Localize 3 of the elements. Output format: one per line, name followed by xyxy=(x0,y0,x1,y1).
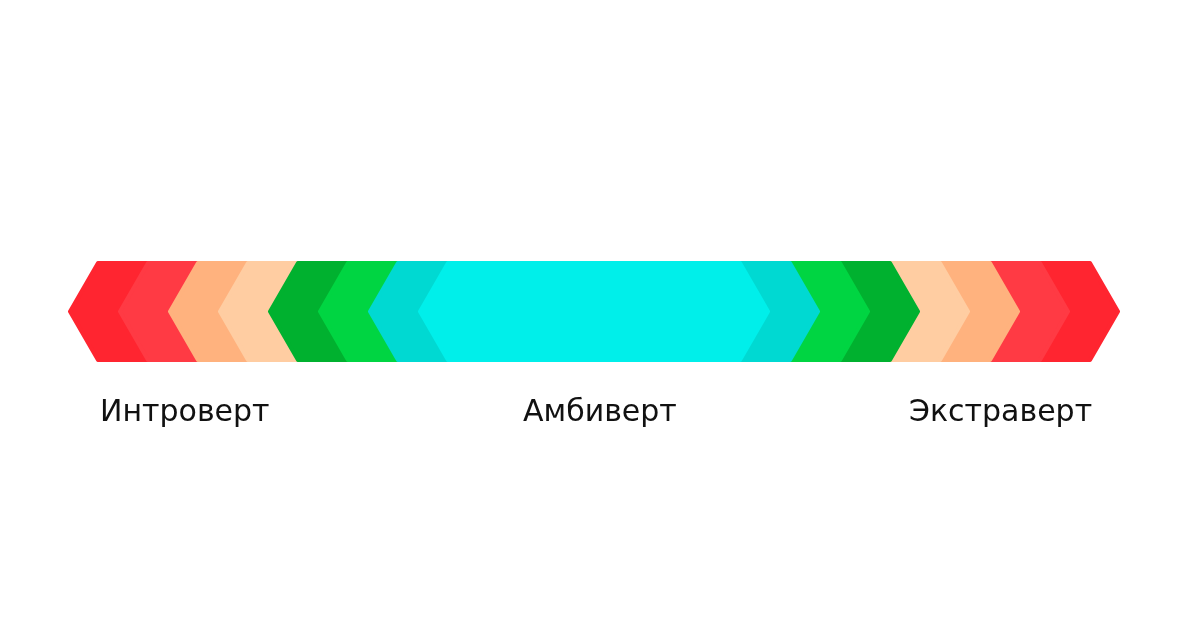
scale-label: Интроверт xyxy=(100,392,270,430)
scale-label: Экстраверт xyxy=(909,392,1093,430)
scale-label: Амбиверт xyxy=(523,392,677,430)
